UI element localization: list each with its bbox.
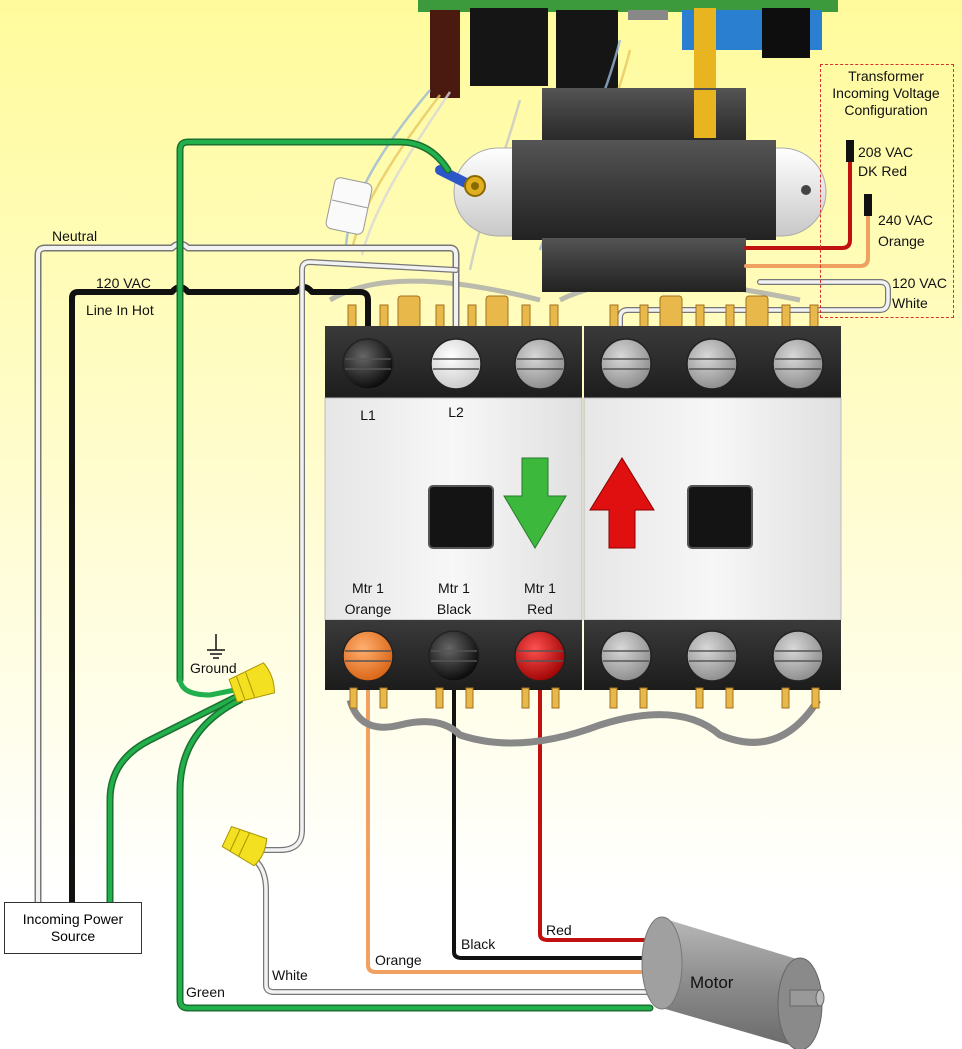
wire-white-label: White bbox=[272, 967, 308, 983]
motor-label: Motor bbox=[690, 973, 734, 992]
wire-orange-label: Orange bbox=[375, 952, 422, 968]
tap-120-color-label: White bbox=[892, 295, 928, 311]
tap-240-color-label: Orange bbox=[878, 233, 925, 249]
line-hot-wire bbox=[69, 284, 371, 908]
line-voltage-label: 120 VAC bbox=[96, 275, 151, 291]
ground-ring-terminal bbox=[435, 165, 486, 197]
terminal-r3-screw bbox=[772, 338, 824, 390]
ground-wire bbox=[106, 138, 654, 1012]
terminal-l1-screw bbox=[342, 338, 394, 390]
terminal-b4-screw bbox=[600, 630, 652, 682]
tap-208-voltage-label: 208 VAC bbox=[858, 144, 913, 160]
motor-orange-wire bbox=[366, 678, 652, 974]
tap-208-color-label: DK Red bbox=[858, 163, 908, 179]
terminal-mtr-orange-screw bbox=[342, 630, 394, 682]
terminal-r2-screw bbox=[686, 338, 738, 390]
line-in-hot-label: Line In Hot bbox=[86, 302, 154, 318]
mtr-red-label-2: Red bbox=[527, 601, 553, 617]
wire-black-label: Black bbox=[461, 936, 496, 952]
ground-symbol-icon bbox=[207, 634, 225, 659]
transformer-config-title: Transformer Incoming Voltage Configurati… bbox=[832, 68, 940, 118]
terminal-l1-label: L1 bbox=[360, 407, 376, 423]
transformer bbox=[453, 88, 827, 292]
mtr-red-label-1: Mtr 1 bbox=[524, 580, 556, 596]
neutral-label: Neutral bbox=[52, 228, 98, 244]
top-terminals bbox=[342, 338, 824, 390]
tap-208-wire bbox=[744, 140, 854, 250]
tap-240-voltage-label: 240 VAC bbox=[878, 212, 933, 228]
white-wire-nut bbox=[221, 825, 268, 867]
terminal-r1-screw bbox=[600, 338, 652, 390]
arrow-down-icon bbox=[503, 457, 567, 549]
mtr-black-label-2: Black bbox=[436, 601, 472, 617]
motor-white-wire bbox=[252, 259, 891, 995]
tap-120-voltage-label: 120 VAC bbox=[892, 275, 947, 291]
motor-black-wire bbox=[452, 678, 652, 960]
terminal-l2-label: L2 bbox=[448, 404, 464, 420]
control-board bbox=[418, 0, 838, 138]
mtr-black-label-1: Mtr 1 bbox=[438, 580, 470, 596]
mtr-orange-label-1: Mtr 1 bbox=[352, 580, 384, 596]
terminal-mtr-black-screw bbox=[428, 630, 480, 682]
incoming-power-source-box: Incoming Power Source bbox=[4, 902, 142, 954]
wire-red-label: Red bbox=[546, 922, 572, 938]
terminal-b6-screw bbox=[772, 630, 824, 682]
ground-wire-nut bbox=[228, 662, 275, 703]
terminal-mtr-red-screw bbox=[514, 630, 566, 682]
bottom-pins bbox=[346, 687, 821, 747]
harness-connector bbox=[325, 177, 373, 235]
motor-red-wire bbox=[538, 678, 652, 942]
mtr-orange-label-2: Orange bbox=[344, 601, 392, 617]
transformer-config-box bbox=[820, 64, 954, 318]
motor-icon bbox=[641, 916, 825, 1049]
terminal-l3-screw bbox=[514, 338, 566, 390]
ground-label: Ground bbox=[190, 660, 237, 676]
terminal-b5-screw bbox=[686, 630, 738, 682]
tap-240-wire bbox=[744, 194, 872, 268]
wire-green-label: Green bbox=[186, 984, 225, 1000]
arrow-up-icon bbox=[589, 457, 655, 549]
bottom-terminals bbox=[342, 630, 824, 682]
terminal-l2-screw bbox=[430, 338, 482, 390]
incoming-power-source-label: Incoming Power Source bbox=[22, 910, 124, 945]
